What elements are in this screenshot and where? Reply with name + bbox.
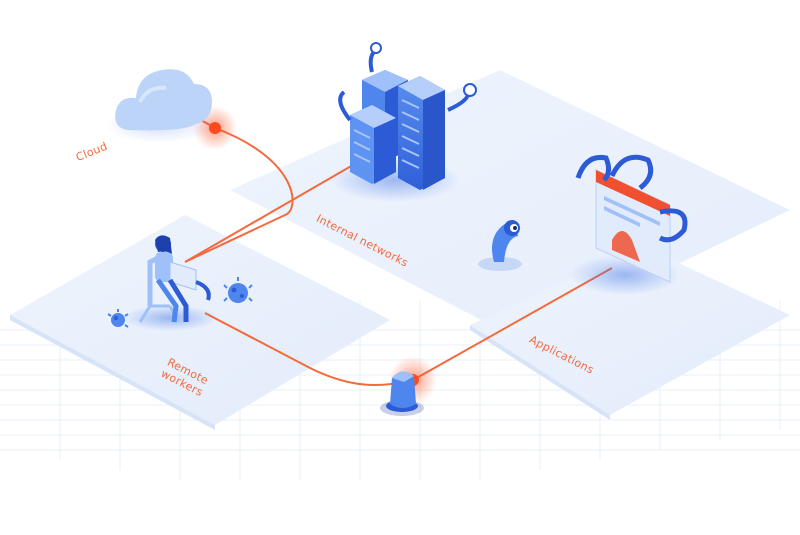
periscope-monster-icon [478, 220, 522, 271]
server-building-icon [330, 42, 477, 202]
applications-platform [470, 245, 790, 415]
shield-icon [380, 371, 424, 416]
cloud-icon [105, 69, 215, 143]
remote-worker-icon [122, 235, 218, 331]
virus-icon [107, 309, 129, 328]
browser-window-icon [570, 154, 688, 295]
virus-icon [223, 277, 253, 303]
platform-edge [10, 315, 215, 430]
applications-connection-line [412, 267, 613, 381]
platform-edge [470, 325, 610, 420]
